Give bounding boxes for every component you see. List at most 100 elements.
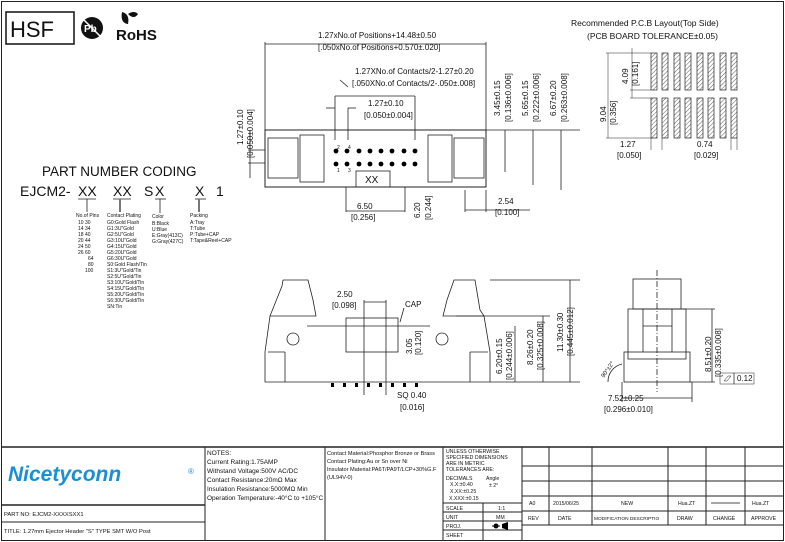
pin-label-3: 3 [348,168,351,174]
packing-label: Packing [190,213,208,219]
svg-text:ARE IN METRIC: ARE IN METRIC [446,461,485,467]
dim-contacts-span: 1.27XNo.of Contacts/2-1.27±0.20 [355,67,474,76]
end-view: 90°±2° 8.51±0.20 [0.335±0.008] 0.12 7.52… [601,270,755,414]
dim-lead-square-inch: [0.016] [400,403,424,412]
side-view: 2.50 [0.098] CAP 3.05 [0.120] 6.20±0.15 … [264,279,580,412]
dim-end-height-inch: [0.335±0.008] [714,328,723,377]
svg-text:SPECIFIED DIMENSIONS: SPECIFIED DIMENSIONS [446,455,508,461]
pin-label-4: 4 [348,145,351,151]
pins-list: 10 30 14 34 18 40 20 44 24 50 26 60 64 8… [78,220,94,274]
unit-value: MM [496,515,505,521]
color-list: B:Black U:Blue E:Gray(413C) G:Gray(427C) [152,221,184,245]
svg-text:Contact Plating:Au or Sn over: Contact Plating:Au or Sn over Ni [327,459,408,465]
plating-list: G0:Gold Flash G1:3U"Gold G2:5U"Gold G3:1… [107,220,147,310]
dim-end-width: 7.52±0.25 [608,394,644,403]
pcb-dim-gap-inch: [0.161] [631,62,640,86]
pcb-dim-pad-width: 0.74 [697,140,713,149]
segment-color: X [155,183,165,199]
svg-text:SN:Tin: SN:Tin [107,304,122,310]
header-rev: REV [528,516,539,522]
dim-row-pitch: 1.27±0.10 [236,109,245,145]
drawing-title: TITLE: 1.27mm Ejector Header "S" TYPE SM… [4,529,151,535]
dim-pitch: 1.27±0.10 [368,99,404,108]
rohs-logo: RoHS [116,27,157,44]
segment-plating: XX [113,183,132,199]
cap-label: CAP [405,300,421,309]
part-number-coding: PART NUMBER CODING EJCM2- XX XX S X X 1 … [20,164,232,310]
dim-width-1: 6.50 [357,202,373,211]
dim-cap-offset: 2.50 [337,290,353,299]
pins-label: No.of Pins [76,213,100,219]
svg-text:U:Blue: U:Blue [152,227,167,233]
svg-text:Insulator Material:PA6T/PA9T/L: Insulator Material:PA6T/PA9T/LCP+30%G.F [327,467,437,473]
unit-label: UNIT [446,515,459,521]
drawn-by: Hua.ZT [678,501,696,507]
dim-height-3-inch: [0.263±0.008] [560,73,569,122]
svg-text:10 30: 10 30 [78,220,91,226]
dim-height-3: 6.67±0.20 [549,80,558,116]
modification-value: NEW [621,501,633,507]
notes: NOTES: Current Rating:1.75AMP Withstand … [207,450,323,502]
part-code-prefix: EJCM2- [20,183,71,199]
pcb-dim-pitch: 1.27 [620,140,636,149]
svg-text:Angle: Angle [486,476,499,482]
scale-value: 1:1 [498,506,505,512]
dim-end-height: 8.51±0.20 [704,336,713,372]
leaf-icon [121,12,138,24]
segment-packing: X [195,183,205,199]
sheet-label: SHEET [446,533,464,539]
dim-cap-offset-inch: [0.098] [332,301,356,310]
svg-text:Withstand Voltage:500V AC/DC: Withstand Voltage:500V AC/DC [207,468,298,475]
svg-text:S2:5U"Gold/Tin: S2:5U"Gold/Tin [107,274,142,280]
svg-text:Insulation Resistance:5000MΩ M: Insulation Resistance:5000MΩ Min [207,486,308,493]
dim-width-3-inch: [0.100] [495,208,519,217]
registered-mark: ® [188,467,194,476]
dim-pitch-inch: [0.050±0.004] [364,111,413,120]
dim-height-1: 3.45±0.15 [493,80,502,116]
hsf-logo: HSF [10,17,54,42]
dim-cap-height: 3.05 [405,338,414,354]
svg-text:24 50: 24 50 [78,244,91,250]
svg-text:Current Rating:1.75AMP: Current Rating:1.75AMP [207,459,278,466]
svg-text:X.XX:±0.25: X.XX:±0.25 [450,489,476,495]
svg-text:S6:30U"Gold/Tin: S6:30U"Gold/Tin [107,298,144,304]
pcb-layout: Recommended P.C.B Layout(Top Side) (PCB … [571,18,738,160]
marking-label: XX [365,175,379,186]
svg-text:DECIMALS: DECIMALS [446,476,473,482]
flatness-icon [723,375,732,382]
pcb-pads [650,52,738,139]
svg-text:G1:3U"Gold: G1:3U"Gold [107,226,134,232]
dim-width-3: 2.54 [498,197,514,206]
dim-side-height-1-inch: [0.244±0.006] [505,331,514,380]
flatness-value: 0.12 [737,374,753,383]
materials: Contact Material:Phosphor Bronze or Bras… [327,451,437,481]
svg-text:X.XXX:±0.15: X.XXX:±0.15 [449,496,479,502]
projection-symbol-icon [492,522,508,530]
pin-grid [333,148,418,167]
pcb-dim-pad-width-inch: [0.029] [694,151,718,160]
svg-text:G4:15U"Gold: G4:15U"Gold [107,244,137,250]
svg-text:P:Tube+CAP: P:Tube+CAP [190,232,220,238]
dim-lead-square: SQ 0.40 [397,391,427,400]
pcb-dim-total-height: 9.04 [599,106,608,122]
header-draw: DRAW [677,516,693,522]
dim-side-height-2: 8.26±0.20 [526,329,535,365]
header-change: CHANGE [713,516,736,522]
svg-text:Contact Material:Phosphor Bron: Contact Material:Phosphor Bronze or Bras… [327,451,435,457]
approved-by: Hua.ZT [752,501,770,507]
pcb-dim-pitch-inch: [0.050] [617,151,641,160]
pcb-dim-gap: 4.09 [621,68,630,84]
svg-text:S0:Gold Flash/Tin: S0:Gold Flash/Tin [107,262,147,268]
svg-text:Contact Resistance:20mΩ Max: Contact Resistance:20mΩ Max [207,477,298,484]
svg-text:E:Gray(413C): E:Gray(413C) [152,233,183,239]
svg-text:G0:Gold Flash: G0:Gold Flash [107,220,139,226]
svg-text:T:Tape&Reel+CAP: T:Tape&Reel+CAP [190,238,232,244]
svg-text:B:Black: B:Black [152,221,169,227]
dim-height-1-inch: [0.136±0.006] [504,73,513,122]
projection-label: PROJ. [446,524,461,530]
svg-text:18 40: 18 40 [78,232,91,238]
segment-suffix: 1 [216,183,224,199]
dim-cap-height-inch: [0.120] [414,331,423,355]
dim-contacts-span-inch: [.050XNo.of Contacts/2-.050±.008] [352,79,475,88]
svg-text:T:Tube: T:Tube [190,226,205,232]
